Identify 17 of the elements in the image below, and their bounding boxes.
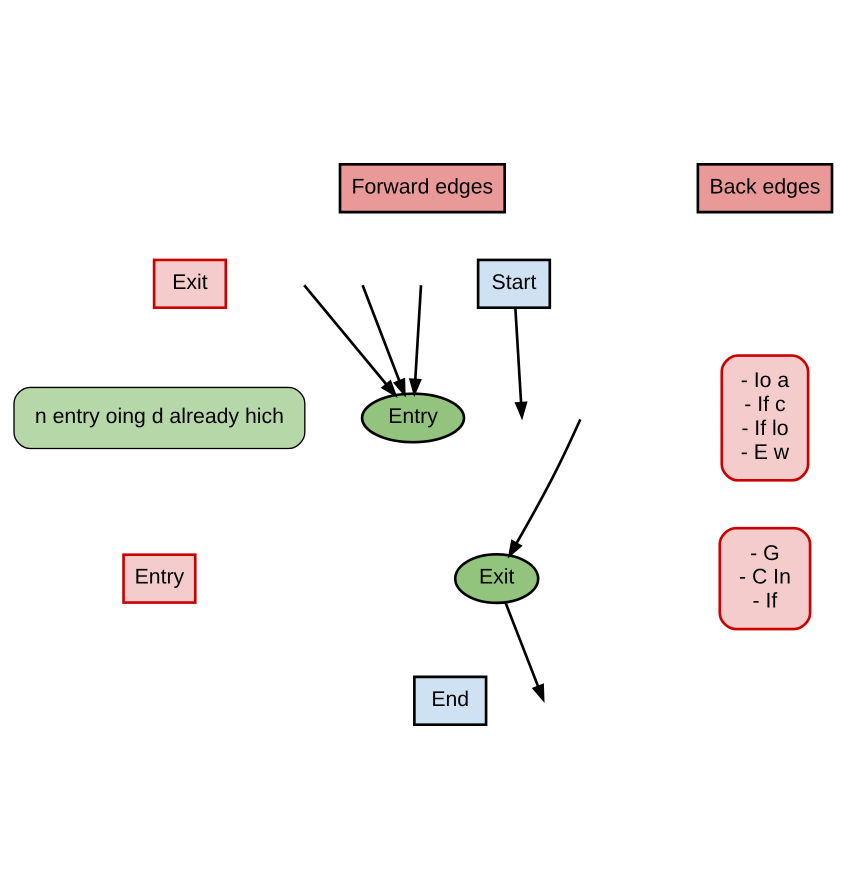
node-box: Entry (122, 553, 197, 604)
node-box: Back edges (696, 162, 834, 214)
arrow (303, 284, 398, 398)
arrow (504, 602, 545, 704)
node-box: End (413, 676, 488, 726)
arrow (514, 308, 528, 420)
arrow (508, 418, 582, 559)
node-ellipse: Exit (454, 553, 540, 604)
node-ellipse: Entry (360, 392, 466, 444)
node-box: Start (476, 258, 552, 310)
arrow (361, 284, 406, 398)
node-box: Forward edges (338, 162, 506, 214)
arrow (408, 285, 422, 398)
node-box: Exit (152, 258, 228, 310)
node-box: - G - C In - If (718, 526, 812, 630)
node-box: n entry oing d already hich (13, 386, 306, 450)
node-box: - Io a - If c - If lo - E w (720, 354, 810, 482)
